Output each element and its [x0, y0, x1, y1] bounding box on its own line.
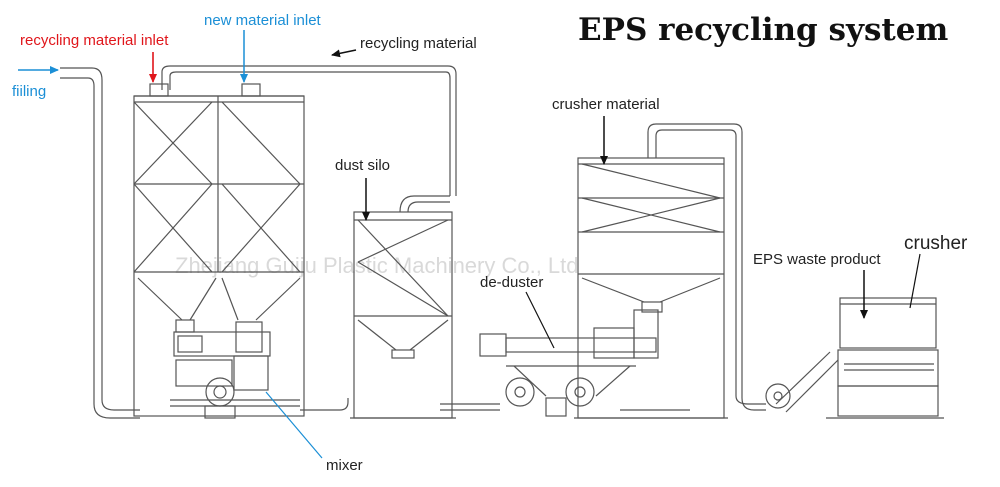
- recycling-flow-arrow: [331, 49, 357, 58]
- crusher-label: crusher: [904, 233, 968, 254]
- mixer-label: mixer: [326, 457, 363, 474]
- de-duster-pointer: [525, 291, 555, 349]
- pointer-arrows: [18, 30, 921, 459]
- crusher-silo: [574, 157, 728, 419]
- dust-silo: [350, 211, 456, 419]
- filling-label: fiiling: [12, 83, 46, 100]
- new-material-inlet-label: new material inlet: [204, 12, 322, 29]
- de-duster-label: de-duster: [480, 274, 543, 291]
- mixer-unit: [170, 331, 300, 419]
- crusher-machine: [765, 297, 944, 419]
- eps-waste-product-label: EPS waste product: [753, 251, 881, 268]
- de-duster: [479, 309, 659, 417]
- crusher-pointer: [909, 253, 921, 309]
- mixer-pointer: [265, 391, 323, 459]
- page-title: EPS recycling system: [578, 12, 948, 48]
- mixing-silo: [133, 83, 305, 417]
- recycling-material-label: recycling material: [360, 35, 477, 52]
- recycling-material-inlet-label: recycling material inlet: [20, 32, 169, 49]
- pipeline: [60, 65, 766, 419]
- crusher-material-label: crusher material: [552, 96, 660, 113]
- dust-silo-label: dust silo: [335, 157, 390, 174]
